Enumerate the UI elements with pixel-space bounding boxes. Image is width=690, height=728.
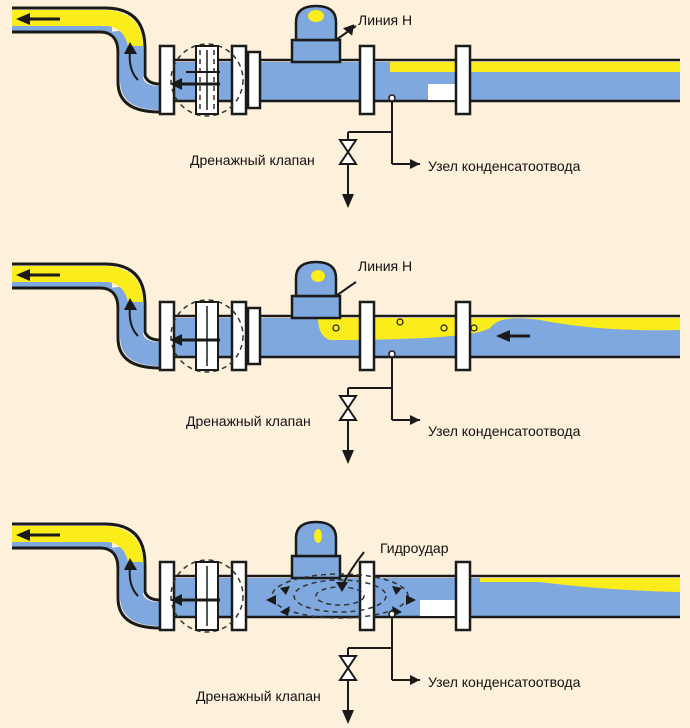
strainer-icon — [290, 4, 342, 64]
bend-water — [120, 70, 160, 110]
gate-valve-icon — [158, 559, 248, 633]
trap-label: Узел конденсатоотвода — [428, 158, 581, 174]
flow-arrow-icon — [496, 330, 530, 342]
top-label: Линия Н — [358, 12, 413, 28]
strainer-icon — [290, 520, 342, 580]
gate-valve-icon — [158, 43, 248, 117]
bend-outer — [116, 70, 161, 114]
trap-label: Узел конденсатоотвода — [428, 423, 581, 439]
drain-valve-label: Дренажный клапан — [186, 413, 311, 429]
trap-pocket-light — [428, 84, 458, 100]
bend-inner — [143, 70, 161, 86]
flow-arrow-icon — [124, 298, 139, 337]
gate-valve-icon — [158, 299, 248, 373]
flow-arrow-icon — [16, 269, 60, 281]
drain-valve-label: Дренажный клапан — [196, 688, 321, 704]
panel-3 — [12, 520, 680, 724]
strainer-icon — [290, 260, 342, 320]
upper-pipe-bottom-wall — [12, 30, 120, 72]
trap-label: Узел конденсатоотвода — [428, 674, 581, 690]
panel-1 — [12, 4, 680, 208]
main-pipe-steam — [390, 62, 680, 72]
flow-arrow-icon — [124, 558, 139, 597]
upper-pipe-steam — [12, 10, 112, 26]
drain-valve-label: Дренажный клапан — [190, 152, 315, 168]
drain-valve-icon — [338, 139, 358, 165]
elbow-steam — [106, 10, 143, 46]
drain-valve-icon — [338, 395, 358, 421]
top-label: Гидроудар — [380, 540, 449, 556]
drain-valve-icon — [338, 655, 358, 681]
upper-pipe-top-wall — [12, 6, 147, 72]
flow-arrow-icon — [124, 42, 139, 81]
top-label: Линия Н — [358, 258, 413, 274]
air-vent-icon — [332, 318, 478, 332]
flow-arrow-icon — [16, 529, 60, 541]
panel-2 — [12, 260, 680, 464]
flow-arrow-icon — [16, 13, 60, 25]
